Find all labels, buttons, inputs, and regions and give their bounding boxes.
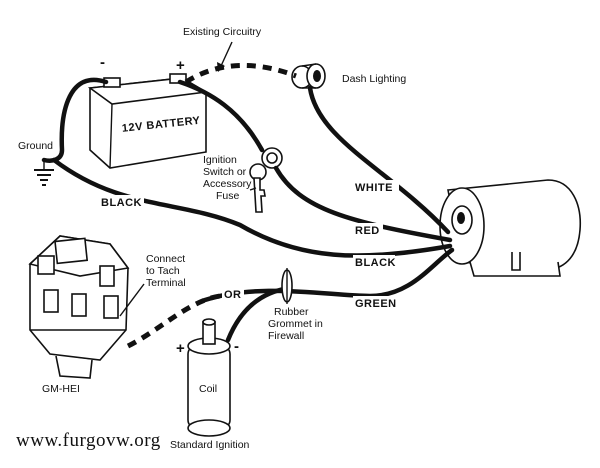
dash-light-bulb-icon [291,63,326,89]
arrow-icon [217,62,225,72]
green-wire [202,247,455,303]
ground-symbol-icon [34,160,54,186]
coil-wire [225,285,293,343]
standard-ignition-label: Standard Ignition [170,439,250,451]
existing-circuitry-line [184,62,297,85]
grommet-label-3: Firewall [268,330,304,342]
red-wire [273,165,453,243]
white-wire [307,85,451,235]
ignition-label-1: Ignition [203,154,237,166]
connect-label-3: Terminal [146,277,186,289]
ignition-switch-icon [249,147,283,213]
grommet-label-2: Grommet in [268,318,323,330]
ignition-label-3: Accessory [203,178,252,190]
connect-label-1: Connect [146,253,185,265]
grommet-icon [281,268,293,304]
wire-label-green: GREEN [355,298,397,310]
ignition-label-2: Switch or [203,166,247,178]
wire-label-red: RED [355,225,380,237]
tachometer-icon [439,179,582,277]
battery-minus-sign: - [100,54,105,71]
coil-plus-sign: + [176,340,185,357]
ignition-coil-icon [187,318,231,437]
wire-label-black-left: BLACK [101,197,142,209]
hei-tach-dashed-wire [126,293,221,349]
battery: 12V BATTERY [87,73,209,169]
grommet-label-1: Rubber [274,306,309,318]
existing-circuitry-label: Existing Circuitry [183,26,262,38]
gm-hei-label: GM-HEI [42,383,80,395]
dash-lighting-label: Dash Lighting [342,73,406,85]
ground-label: Ground [18,140,53,152]
connect-label-2: to Tach [146,265,180,277]
coil-label: Coil [199,383,217,395]
battery-to-switch-wire [177,79,265,153]
watermark-text: www.furgovw.org [16,430,161,451]
or-label: OR [224,289,242,301]
ignition-label-4: Fuse [216,190,240,202]
coil-minus-sign: - [234,338,239,355]
wire-label-white: WHITE [355,182,393,194]
distributor-icon [28,235,130,379]
battery-plus-sign: + [176,57,185,74]
wire-label-black-right: BLACK [355,257,396,269]
